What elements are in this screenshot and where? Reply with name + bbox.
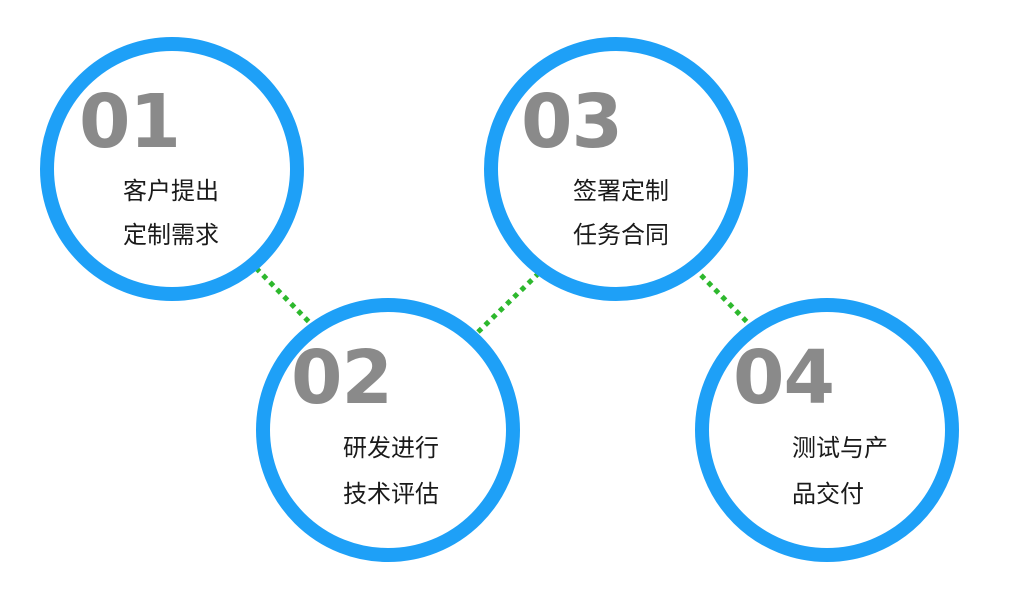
step-2-line-2: 技术评估 (343, 480, 439, 508)
step-4-line-1: 测试与产 (792, 434, 888, 462)
step-1-number: 01 (79, 79, 181, 165)
step-1-line-2: 定制需求 (123, 221, 219, 249)
step-2-circle: 02 研发进行 技术评估 (256, 298, 520, 562)
step-1-circle: 01 客户提出 定制需求 (40, 37, 304, 301)
step-3-circle: 03 签署定制 任务合同 (484, 37, 748, 301)
connector-1-2 (254, 266, 314, 327)
step-3-line-2: 任务合同 (573, 221, 669, 249)
step-2-number: 02 (291, 335, 393, 421)
step-1-line-1: 客户提出 (123, 177, 219, 205)
connector-3-4 (692, 266, 752, 327)
step-4-line-2: 品交付 (792, 480, 864, 508)
step-2-line-1: 研发进行 (343, 434, 439, 462)
step-3-number: 03 (521, 79, 623, 165)
step-4-number: 04 (733, 335, 835, 421)
step-3-line-1: 签署定制 (573, 177, 669, 205)
step-4-circle: 04 测试与产 品交付 (695, 298, 959, 562)
connector-2-3 (476, 270, 542, 334)
